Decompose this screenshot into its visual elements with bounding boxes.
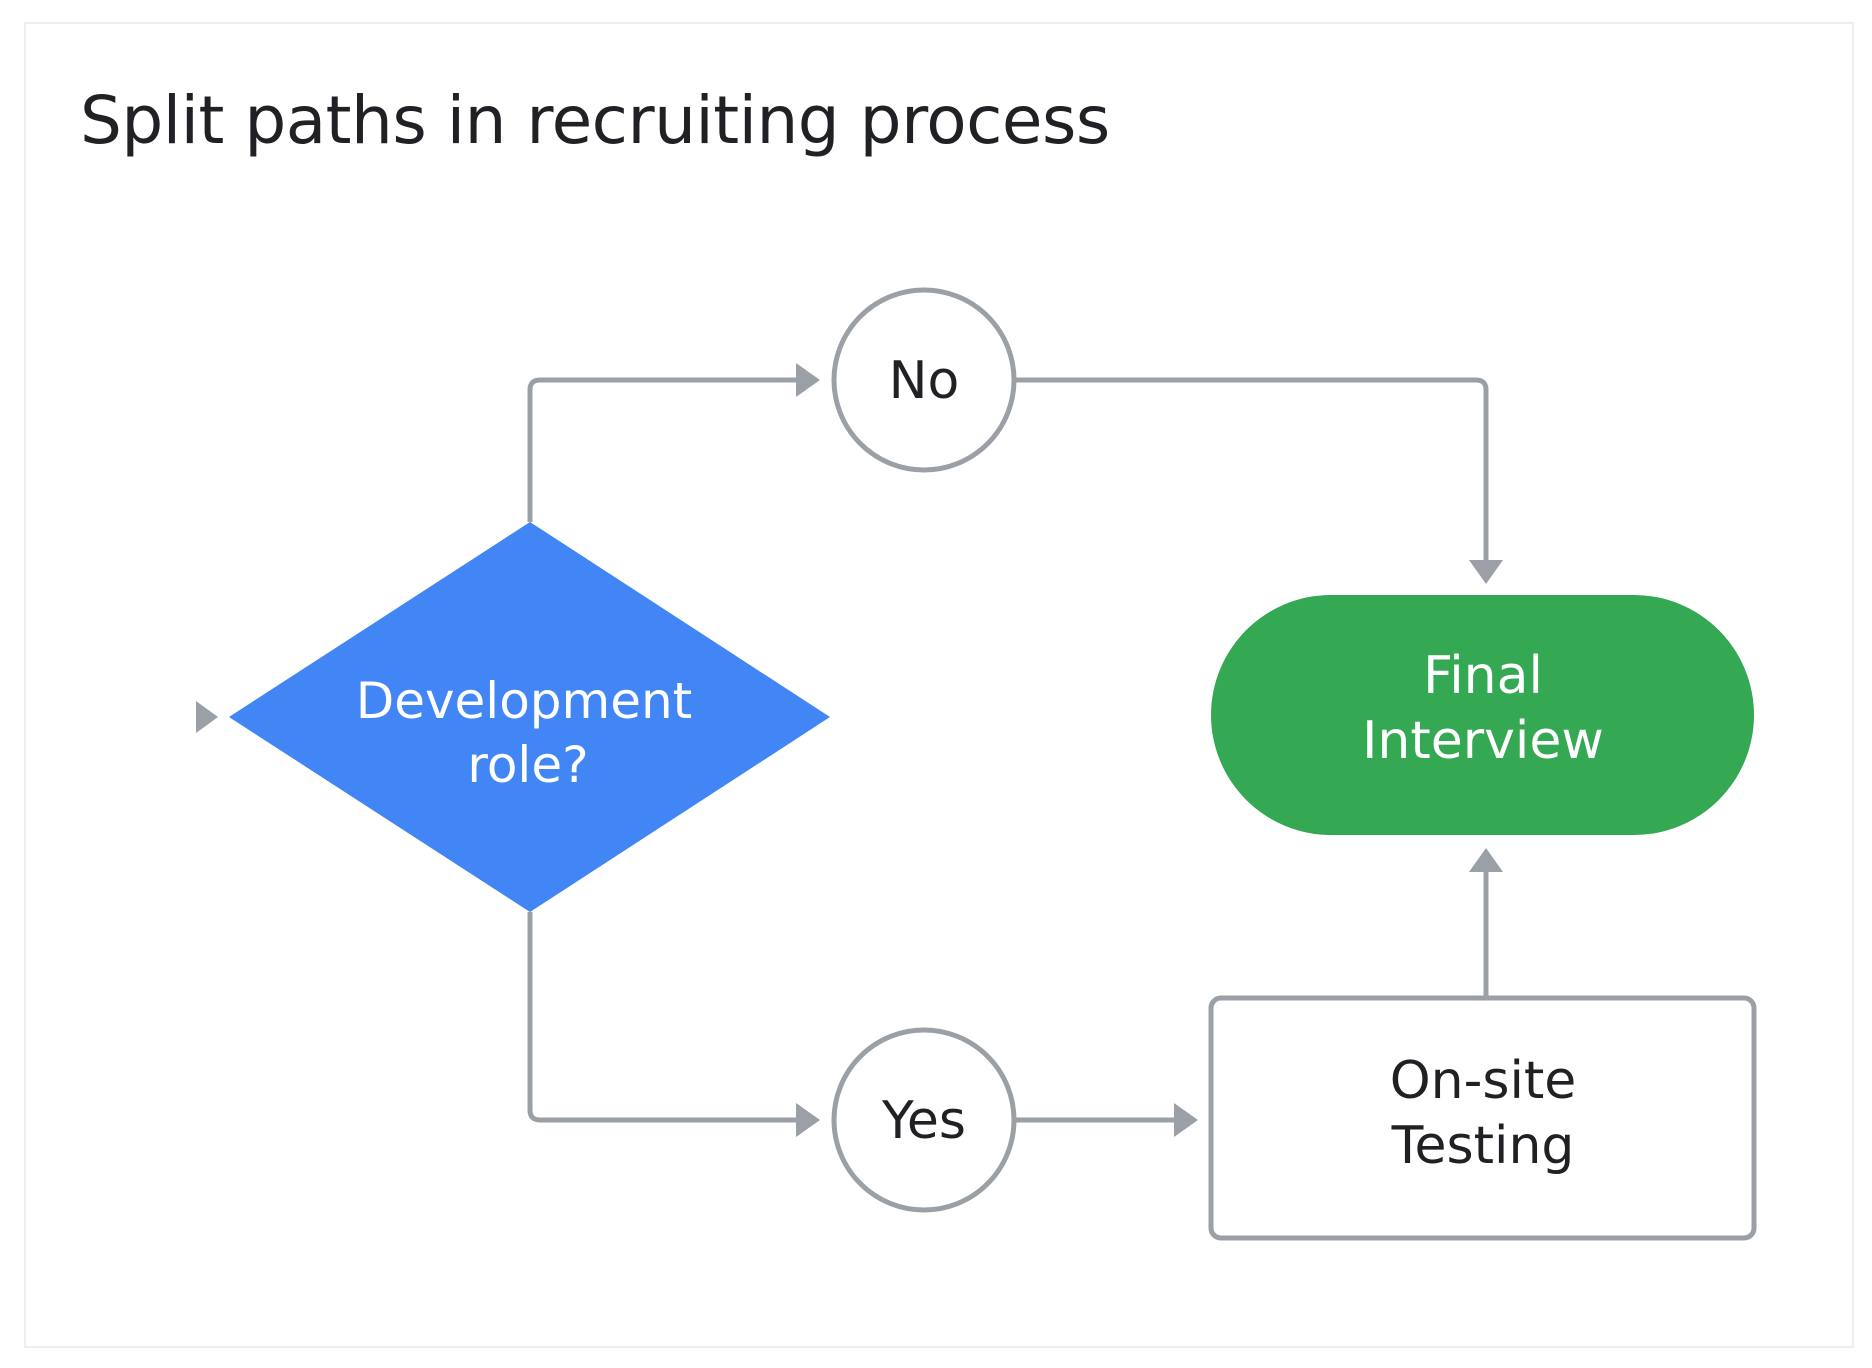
edge-decision-to-yes <box>527 912 796 1123</box>
no-node: No <box>831 287 1017 473</box>
edge-decision-to-no <box>527 377 796 522</box>
final-interview-node: Final Interview <box>1211 595 1754 835</box>
decision-label-line2: role? <box>467 736 588 794</box>
decision-label-line1: Development <box>356 672 693 730</box>
no-circle <box>831 287 1017 473</box>
yes-circle <box>831 1027 1017 1213</box>
arrowhead-into-final-top <box>1469 560 1503 584</box>
arrowhead-into-onsite <box>1174 1103 1198 1137</box>
onsite-testing-line1: On-site <box>1390 1051 1577 1111</box>
onsite-testing-node: On-site Testing <box>1208 995 1757 1241</box>
yes-label: Yes <box>881 1091 966 1151</box>
diagram-title: Split paths in recruiting process <box>80 82 1110 159</box>
arrowheads <box>196 363 1503 1137</box>
edge-no-to-final <box>1015 377 1489 560</box>
final-interview-line1: Final <box>1423 646 1543 706</box>
decision-node: Development role? <box>229 522 830 912</box>
arrowhead-into-no <box>796 363 820 397</box>
yes-node: Yes <box>831 1027 1017 1213</box>
arrowhead-into-yes <box>796 1103 820 1137</box>
arrowhead-into-final-bottom <box>1469 848 1503 872</box>
final-interview-pill <box>1211 595 1754 835</box>
no-label: No <box>889 351 960 411</box>
decision-diamond <box>229 522 830 912</box>
onsite-testing-line2: Testing <box>1391 1116 1575 1176</box>
final-interview-line2: Interview <box>1362 711 1604 771</box>
onsite-testing-box <box>1208 995 1757 1241</box>
arrowhead-into-decision <box>196 701 218 733</box>
connectors <box>88 377 1489 1123</box>
